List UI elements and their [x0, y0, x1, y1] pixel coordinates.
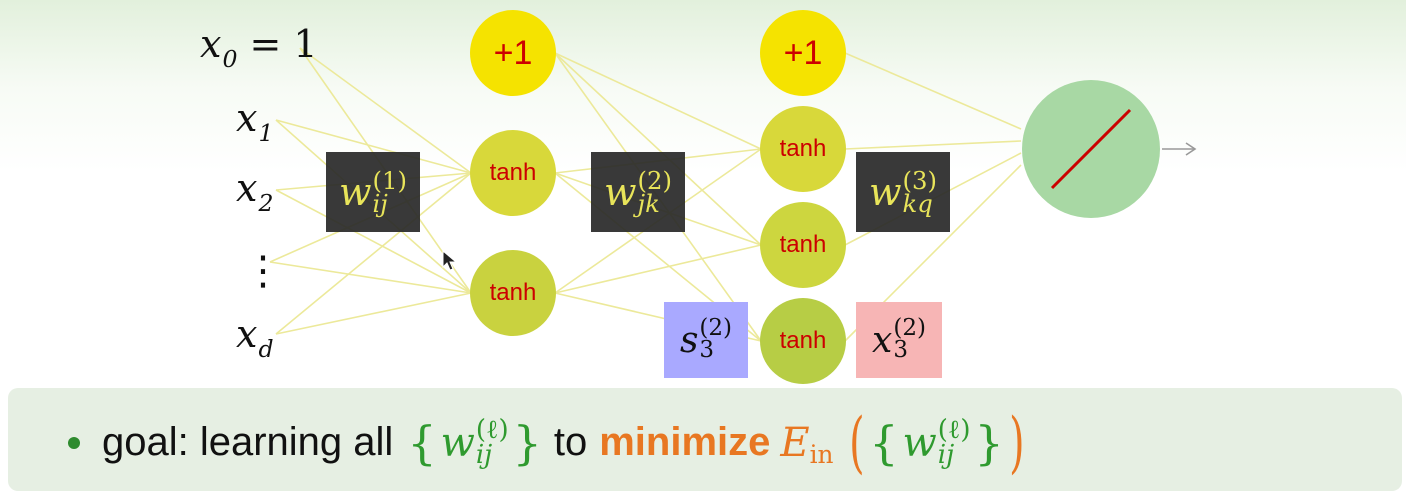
edge-input-4-to-h1-0	[275, 172, 472, 335]
weight-box-layer1: w(1)ij	[326, 152, 420, 232]
goal-prefix: goal: learning all	[102, 420, 394, 464]
edge-h1-0-to-h2-1	[554, 52, 762, 246]
edge-h1-2-to-h2-1	[554, 244, 762, 294]
goal-minimize: minimize	[599, 420, 771, 464]
bias-node-layer2: +1	[760, 10, 846, 96]
goal-statement: goal: learning all { w (ℓ)ij } to minimi…	[68, 404, 1030, 481]
input-ellipsis: ⋮	[243, 249, 283, 293]
edge-input-2-to-h1-1	[275, 189, 472, 294]
bias-node-layer1: +1	[470, 10, 556, 96]
tanh-node-2-1: tanh	[760, 106, 846, 192]
output-node	[1022, 80, 1160, 218]
input-x1: x1	[236, 96, 274, 147]
weight-box-layer3: w(3)kq	[856, 152, 950, 232]
edge-input-3-to-h1-1	[269, 261, 472, 294]
edge-input-4-to-h1-1	[275, 292, 472, 335]
weight-box-layer2: w(2)jk	[591, 152, 685, 232]
tanh-node-2-3: tanh	[760, 298, 846, 384]
output-arrowhead-icon	[1185, 142, 1197, 156]
edge-h2-0-to-output	[844, 52, 1022, 130]
edge-h2-1-to-output	[844, 140, 1022, 150]
tanh-node-2-2: tanh	[760, 202, 846, 288]
bullet-icon	[68, 436, 80, 449]
ein-argument: ( { w (ℓ)ij } )	[848, 404, 1025, 481]
goal-banner	[8, 388, 1402, 491]
weight-set-expression: { w (ℓ)ij }	[407, 414, 542, 470]
mouse-cursor-icon	[442, 250, 458, 271]
edge-input-0-to-h1-0	[299, 47, 472, 174]
signal-s-box: s(2)3	[664, 302, 748, 378]
ein-expression: Ein	[780, 419, 834, 469]
tanh-node-1-2: tanh	[470, 250, 556, 336]
edge-input-1-to-h1-0	[275, 119, 472, 174]
signal-x-box: x(2)3	[856, 302, 942, 378]
edge-h1-0-to-h2-0	[554, 52, 762, 150]
linear-activation-icon	[1050, 108, 1132, 190]
input-x2: x2	[236, 166, 274, 217]
tanh-node-1-1: tanh	[470, 130, 556, 216]
input-xd: xd	[236, 312, 274, 363]
input-x0: x0 = 1	[200, 22, 318, 73]
goal-to: to	[553, 420, 588, 464]
